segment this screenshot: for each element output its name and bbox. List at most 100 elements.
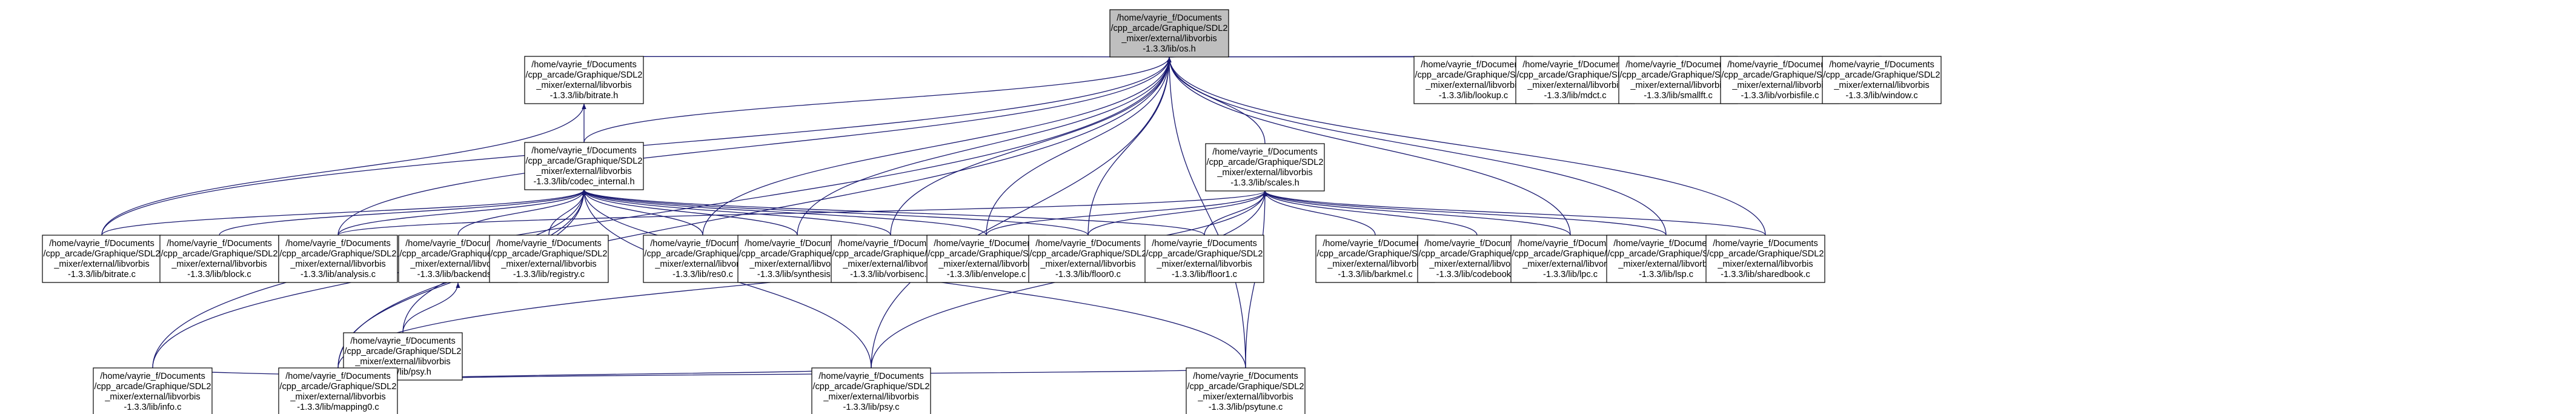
node-lsp-c[interactable]: /home/vayrie_f/Documents/cpp_arcade/Grap… [1606, 235, 1726, 283]
node-box [93, 367, 213, 414]
node-label-line: /cpp_arcade/Graphique/SDL2 [812, 382, 929, 392]
node-label-line: -1.3.3/lib/backends.h [417, 270, 499, 279]
node-label-line: -1.3.3/lib/mdct.c [1544, 91, 1606, 101]
node-box [1822, 56, 1942, 104]
nodes-layer: /home/vayrie_f/Documents/cpp_arcade/Grap… [42, 9, 1942, 414]
node-label-line: /cpp_arcade/Graphique/SDL2 [1146, 249, 1263, 259]
node-label-line: -1.3.3/lib/window.c [1845, 91, 1917, 101]
node-info-c[interactable]: /home/vayrie_f/Documents/cpp_arcade/Grap… [93, 367, 213, 414]
node-label-line: /home/vayrie_f/Documents [285, 239, 391, 249]
node-smallft-c[interactable]: /home/vayrie_f/Documents/cpp_arcade/Grap… [1618, 56, 1738, 104]
node-sharedbook-c[interactable]: /home/vayrie_f/Documents/cpp_arcade/Grap… [1705, 235, 1825, 283]
node-codec-int-h[interactable]: /home/vayrie_f/Documents/cpp_arcade/Grap… [524, 142, 644, 190]
node-label-line: _mixer/external/libvorbis [104, 392, 200, 402]
edge-envelope-c-to-os-h [986, 56, 1172, 236]
node-label-line: -1.3.3/lib/floor0.c [1055, 270, 1121, 279]
node-label-line: _mixer/external/libvorbis [1040, 259, 1135, 269]
node-box [1315, 235, 1435, 283]
node-label-line: /cpp_arcade/Graphique/SDL2 [1110, 24, 1227, 33]
node-label-line: _mixer/external/libvorbis [1197, 392, 1293, 402]
node-floor0-c[interactable]: /home/vayrie_f/Documents/cpp_arcade/Grap… [1028, 235, 1148, 283]
node-bitrate-c[interactable]: /home/vayrie_f/Documents/cpp_arcade/Grap… [42, 235, 162, 283]
node-label-line: -1.3.3/lib/bitrate.c [68, 270, 136, 279]
node-label-line: -1.3.3/lib/res0.c [672, 270, 733, 279]
node-label-line: _mixer/external/libvorbis [1425, 81, 1521, 90]
node-mdct-c[interactable]: /home/vayrie_f/Documents/cpp_arcade/Grap… [1515, 56, 1635, 104]
node-floor1-c[interactable]: /home/vayrie_f/Documents/cpp_arcade/Grap… [1144, 235, 1264, 283]
edge-bitrate-c-to-bitrate-h [101, 103, 586, 236]
node-label-line: /cpp_arcade/Graphique/SDL2 [739, 249, 855, 259]
edge-psy-c-to-os-h [871, 56, 1172, 369]
edge-block-c-to-codec-int-h [219, 189, 586, 236]
node-label-line: -1.3.3/lib/vorbisenc.c [850, 270, 931, 279]
edge-lsp-c-to-scales-h [1263, 190, 1667, 236]
node-label-line: _mixer/external/libvorbis [842, 259, 938, 269]
node-box [1205, 143, 1325, 192]
edge-lsp-c-to-os-h [1167, 56, 1667, 236]
node-label-line: /home/vayrie_f/Documents [934, 239, 1039, 249]
edge-floor1-c-to-codec-int-h [582, 189, 1205, 236]
node-label-line: _mixer/external/libvorbis [1618, 259, 1713, 269]
node-box [811, 367, 931, 414]
edge-info-c-to-os-h [152, 56, 1172, 369]
edge-res0-c-to-codec-int-h [582, 189, 703, 236]
node-barkmel-c[interactable]: /home/vayrie_f/Documents/cpp_arcade/Grap… [1315, 235, 1435, 283]
node-label-line: /home/vayrie_f/Documents [1193, 372, 1298, 381]
node-bitrate-h[interactable]: /home/vayrie_f/Documents/cpp_arcade/Grap… [524, 56, 644, 104]
node-psy-c[interactable]: /home/vayrie_f/Documents/cpp_arcade/Grap… [811, 367, 931, 414]
node-label-line: -1.3.3/lib/scales.h [1230, 178, 1300, 188]
node-label-line: /cpp_arcade/Graphique/SDL2 [1619, 70, 1736, 80]
node-label-line: /home/vayrie_f/Documents [1518, 239, 1623, 249]
node-label-line: /home/vayrie_f/Documents [496, 239, 602, 249]
node-label-line: _mixer/external/libvorbis [1833, 81, 1929, 90]
node-psytune-c[interactable]: /home/vayrie_f/Documents/cpp_arcade/Grap… [1186, 367, 1306, 414]
node-box [524, 142, 644, 190]
node-label-line: /cpp_arcade/Graphique/SDL2 [279, 382, 396, 392]
node-box [278, 367, 398, 414]
node-label-line: /home/vayrie_f/Documents [285, 372, 391, 381]
node-window-c[interactable]: /home/vayrie_f/Documents/cpp_arcade/Grap… [1822, 56, 1942, 104]
node-box [1606, 235, 1726, 283]
node-lookup-c[interactable]: /home/vayrie_f/Documents/cpp_arcade/Grap… [1413, 56, 1533, 104]
node-label-line: /cpp_arcade/Graphique/SDL2 [161, 249, 277, 259]
node-label-line: -1.3.3/lib/barkmel.c [1338, 270, 1412, 279]
edge-psy-h-to-backends-h [402, 282, 460, 333]
edge-codec-int-h-to-os-h [583, 56, 1172, 143]
node-scales-h[interactable]: /home/vayrie_f/Documents/cpp_arcade/Grap… [1205, 143, 1325, 192]
node-label-line: /cpp_arcade/Graphique/SDL2 [525, 156, 642, 166]
edge-floor0-c-to-os-h [1087, 56, 1172, 236]
node-envelope-c[interactable]: /home/vayrie_f/Documents/cpp_arcade/Grap… [926, 235, 1046, 283]
edge-sharedbook-c-to-os-h [1167, 56, 1766, 236]
edge-synthesis-c-to-os-h [797, 56, 1172, 236]
node-mapping0-c[interactable]: /home/vayrie_f/Documents/cpp_arcade/Grap… [278, 367, 398, 414]
node-box [1413, 56, 1533, 104]
node-label-line: /home/vayrie_f/Documents [818, 372, 924, 381]
node-analysis-c[interactable]: /home/vayrie_f/Documents/cpp_arcade/Grap… [278, 235, 398, 283]
node-label-line: /home/vayrie_f/Documents [531, 146, 637, 156]
node-label-line: /cpp_arcade/Graphique/SDL2 [1415, 70, 1532, 80]
node-label-line: /home/vayrie_f/Documents [1424, 239, 1530, 249]
node-label-line: /cpp_arcade/Graphique/SDL2 [928, 249, 1044, 259]
edge-mapping0-c-to-os-h [337, 56, 1172, 369]
node-label-line: -1.3.3/lib/codebook.c [1436, 270, 1518, 279]
node-registry-c[interactable]: /home/vayrie_f/Documents/cpp_arcade/Grap… [489, 235, 609, 283]
edge-barkmel-c-to-scales-h [1263, 190, 1376, 236]
node-label-line: -1.3.3/lib/sharedbook.c [1721, 270, 1810, 279]
node-label-line: /cpp_arcade/Graphique/SDL2 [1721, 70, 1838, 80]
node-vorbisfile-c[interactable]: /home/vayrie_f/Documents/cpp_arcade/Grap… [1720, 56, 1840, 104]
node-label-line: /cpp_arcade/Graphique/SDL2 [832, 249, 949, 259]
edge-vorbisenc-c-to-codec-int-h [582, 189, 891, 236]
node-label-line: _mixer/external/libvorbis [1527, 81, 1622, 90]
node-block-c[interactable]: /home/vayrie_f/Documents/cpp_arcade/Grap… [159, 235, 279, 283]
node-box [1144, 235, 1264, 283]
node-label-line: -1.3.3/lib/info.c [124, 402, 182, 412]
node-label-line: _mixer/external/libvorbis [354, 357, 450, 367]
node-label-line: /home/vayrie_f/Documents [531, 60, 637, 70]
node-os-h[interactable]: /home/vayrie_f/Documents/cpp_arcade/Grap… [1109, 9, 1229, 58]
edge-bitrate-h-to-os-h [583, 52, 1170, 58]
node-label-line: _mixer/external/libvorbis [410, 259, 505, 269]
node-box [1109, 9, 1229, 58]
node-label-line: -1.3.3/lib/psytune.c [1209, 402, 1283, 412]
node-label-line: /cpp_arcade/Graphique/SDL2 [399, 249, 516, 259]
